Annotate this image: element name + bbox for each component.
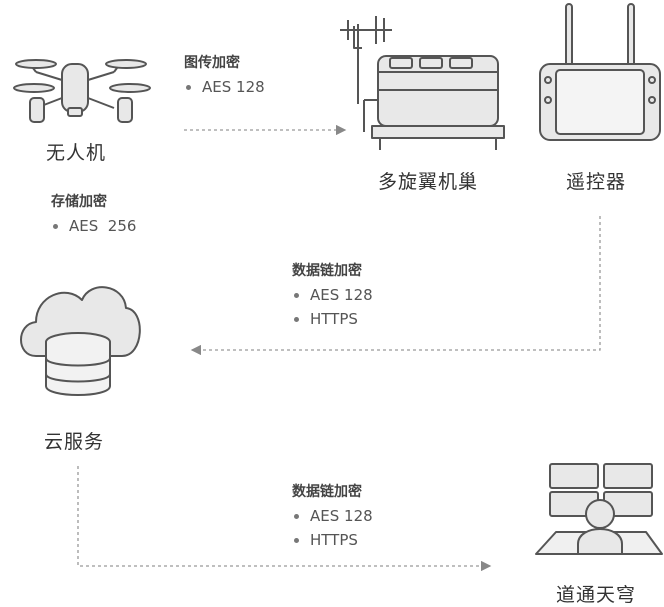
encryption-item: HTTPS [292, 310, 373, 328]
command-center-icon [535, 463, 663, 555]
connector-remote-to-cloud [190, 216, 601, 356]
remote-data-link-encryption: 数据链加密 AES 128 HTTPS [292, 260, 373, 328]
encryption-item: HTTPS [292, 531, 373, 549]
dock-icon [340, 16, 505, 150]
connector-cloud-to-sky [77, 466, 492, 572]
node-label-drone: 无人机 [46, 142, 107, 164]
node-label-remote: 遥控器 [566, 171, 627, 193]
remote-controller-icon [539, 3, 661, 141]
cloud-database-icon [20, 286, 141, 396]
node-label-dock: 多旋翼机巢 [378, 171, 479, 193]
node-label-cloud: 云服务 [44, 431, 105, 453]
node-label-sky: 道通天穹 [556, 584, 637, 606]
encryption-title: 存储加密 [51, 194, 107, 210]
drone-icon [13, 59, 151, 123]
encryption-title: 图传加密 [184, 55, 240, 71]
encryption-item: AES 128 [292, 507, 373, 525]
sky-data-link-encryption: 数据链加密 AES 128 HTTPS [292, 481, 373, 549]
encryption-title: 数据链加密 [292, 263, 362, 279]
encryption-title: 数据链加密 [292, 484, 362, 500]
image-transmission-encryption: 图传加密 AES 128 [184, 52, 265, 96]
storage-encryption: 存储加密 AES 256 [51, 191, 136, 235]
encryption-item: AES 128 [292, 286, 373, 304]
encryption-item: AES 256 [51, 217, 136, 235]
encryption-item: AES 128 [184, 78, 265, 96]
